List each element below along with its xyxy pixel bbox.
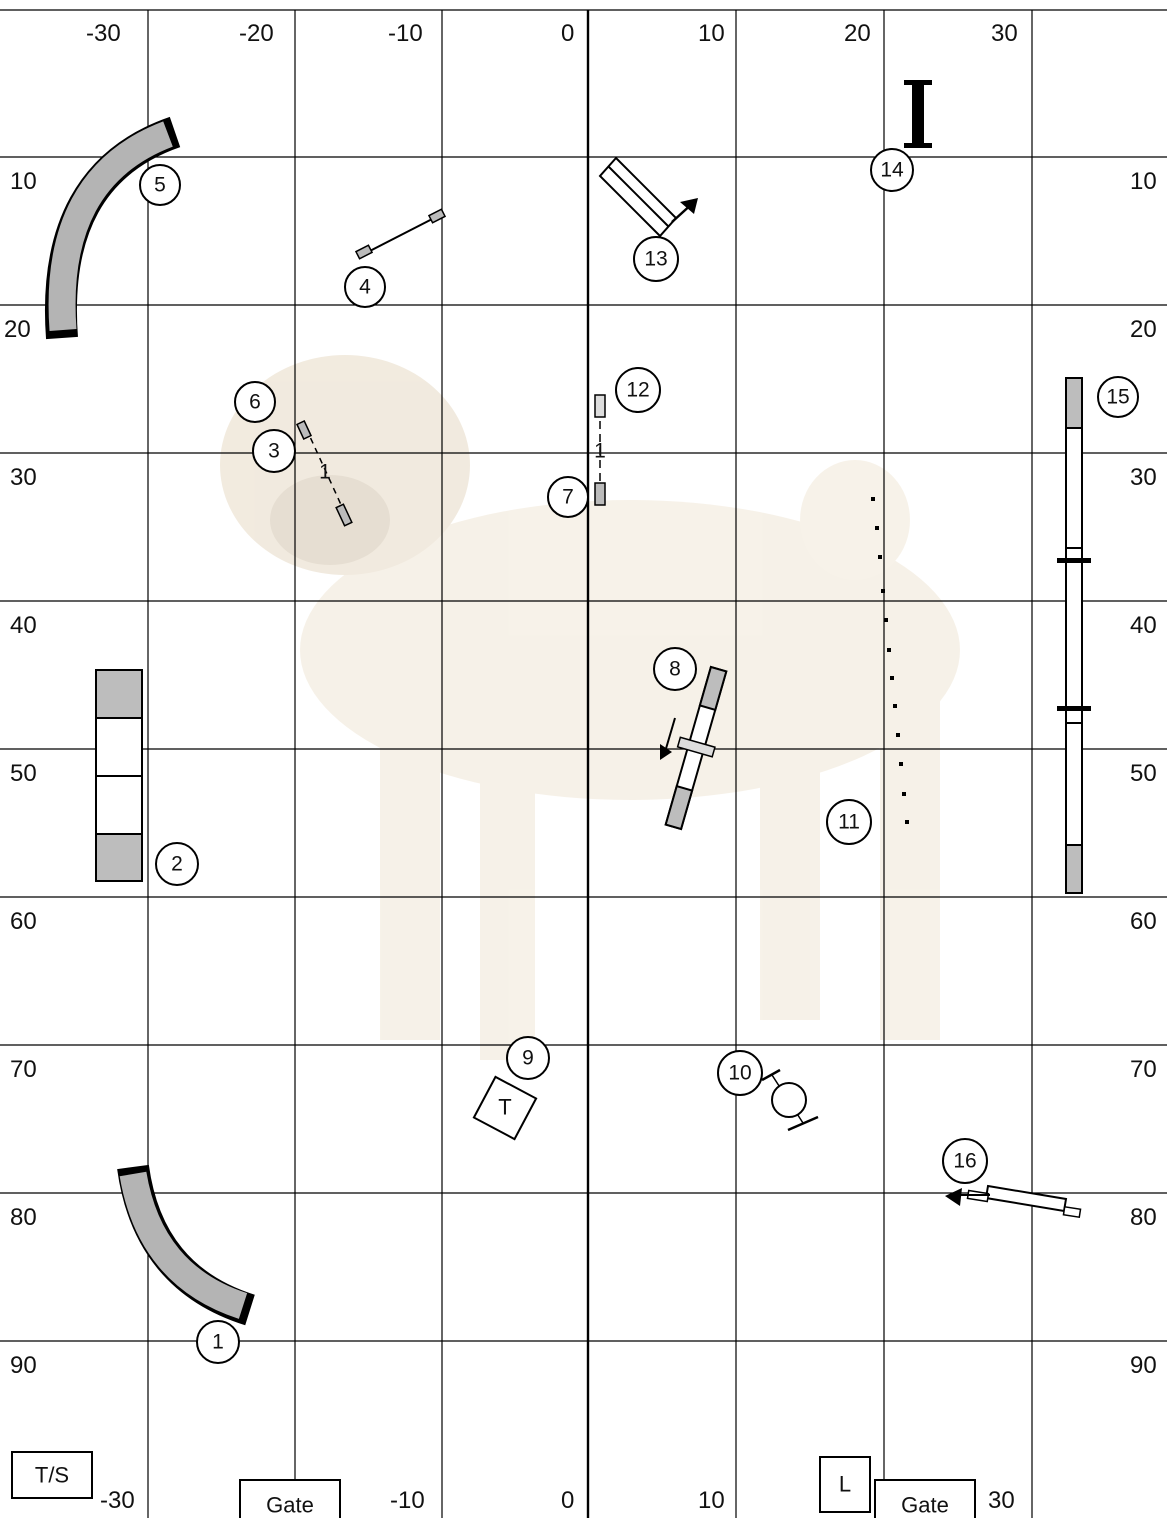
obstacle-14-icon[interactable] [912, 80, 924, 148]
left-label-80: 80 [10, 1204, 37, 1231]
jump-3-height: 1 [319, 461, 331, 484]
svg-text:12: 12 [626, 379, 649, 402]
jump-4-icon[interactable] [356, 209, 445, 258]
bottom-label-10: 10 [698, 1487, 725, 1514]
svg-text:Gate: Gate [901, 1493, 949, 1518]
top-label-30: 30 [991, 20, 1018, 47]
obstacle-number-9[interactable]: 9 [507, 1037, 549, 1079]
bottom-label-0: 0 [561, 1487, 574, 1514]
svg-text:10: 10 [728, 1062, 751, 1085]
right-label-30: 30 [1130, 464, 1157, 491]
obstacle-13-icon[interactable] [600, 158, 698, 236]
broad-jump-16-icon[interactable] [945, 1186, 1081, 1217]
obstacle-number-12[interactable]: 12 [616, 368, 660, 412]
table-9-icon[interactable]: T [474, 1077, 536, 1139]
top-label-0: 0 [561, 20, 574, 47]
right-label-60: 60 [1130, 908, 1157, 935]
obstacle-number-16[interactable]: 16 [943, 1139, 987, 1183]
svg-text:6: 6 [249, 391, 261, 414]
right-label-70: 70 [1130, 1056, 1157, 1083]
right-label-50: 50 [1130, 760, 1157, 787]
pug-watermark [220, 355, 960, 1060]
timer-start-marker[interactable]: T/S [12, 1452, 92, 1498]
top-label-20: 20 [844, 20, 871, 47]
dogwalk-15-icon[interactable] [1057, 378, 1091, 893]
obstacle-number-7[interactable]: 7 [548, 477, 588, 517]
right-label-20: 20 [1130, 316, 1157, 343]
svg-text:4: 4 [359, 276, 371, 299]
gate-right-marker[interactable]: Gate [875, 1480, 975, 1518]
right-label-90: 90 [1130, 1352, 1157, 1379]
bottom-label-30: 30 [988, 1487, 1015, 1514]
svg-text:14: 14 [880, 159, 904, 182]
svg-text:L: L [839, 1472, 851, 1497]
obstacle-number-1[interactable]: 1 [197, 1321, 239, 1363]
top-label-m10: -10 [388, 20, 423, 47]
left-label-90: 90 [10, 1352, 37, 1379]
svg-text:5: 5 [154, 174, 166, 197]
svg-text:15: 15 [1106, 386, 1129, 409]
jump-12-height: 1 [594, 440, 606, 463]
obstacle-number-11[interactable]: 11 [827, 800, 871, 844]
left-label-40: 40 [10, 612, 37, 639]
svg-text:9: 9 [522, 1047, 534, 1070]
gate-left-marker[interactable]: Gate [240, 1480, 340, 1518]
left-label-10: 10 [10, 168, 37, 195]
bottom-label-m10: -10 [390, 1487, 425, 1514]
svg-text:1: 1 [212, 1331, 224, 1354]
obstacle-number-15[interactable]: 15 [1098, 377, 1138, 417]
svg-text:2: 2 [171, 853, 183, 876]
obstacle-number-3[interactable]: 3 [253, 430, 295, 472]
svg-text:11: 11 [838, 811, 860, 834]
svg-text:T/S: T/S [35, 1463, 69, 1488]
bottom-label-m30: -30 [100, 1487, 135, 1514]
right-label-10: 10 [1130, 168, 1157, 195]
obstacle-number-6[interactable]: 6 [235, 382, 275, 422]
right-label-80: 80 [1130, 1204, 1157, 1231]
top-label-m20: -20 [239, 20, 274, 47]
tire-10-icon[interactable] [762, 1070, 818, 1130]
left-label-50: 50 [10, 760, 37, 787]
left-label-60: 60 [10, 908, 37, 935]
obstacle-number-10[interactable]: 10 [718, 1051, 762, 1095]
obstacle-14-top [904, 80, 932, 85]
obstacle-number-8[interactable]: 8 [654, 648, 696, 690]
svg-text:Gate: Gate [266, 1493, 314, 1518]
left-label-20: 20 [4, 316, 31, 343]
top-label-10: 10 [698, 20, 725, 47]
svg-text:7: 7 [562, 486, 574, 509]
obstacle-number-14[interactable]: 14 [871, 149, 913, 191]
tunnel-1-icon[interactable] [133, 1167, 250, 1310]
obstacle-number-2[interactable]: 2 [156, 843, 198, 885]
obstacle-14-bottom [904, 143, 932, 148]
svg-text:16: 16 [953, 1150, 976, 1173]
obstacle-number-5[interactable]: 5 [140, 165, 180, 205]
tunnel-5-icon[interactable] [61, 132, 175, 338]
left-label-70: 70 [10, 1056, 37, 1083]
table-label: T [498, 1095, 511, 1120]
svg-text:13: 13 [644, 248, 667, 271]
right-label-40: 40 [1130, 612, 1157, 639]
top-label-m30: -30 [86, 20, 121, 47]
obstacle-number-4[interactable]: 4 [345, 267, 385, 307]
left-label-30: 30 [10, 464, 37, 491]
pause-box-2-icon[interactable] [96, 670, 142, 881]
jump-12-icon[interactable]: 1 [594, 395, 606, 505]
obstacle-number-13[interactable]: 13 [634, 237, 678, 281]
svg-text:3: 3 [268, 440, 280, 463]
svg-text:8: 8 [669, 658, 681, 681]
leash-marker[interactable]: L [820, 1457, 870, 1512]
